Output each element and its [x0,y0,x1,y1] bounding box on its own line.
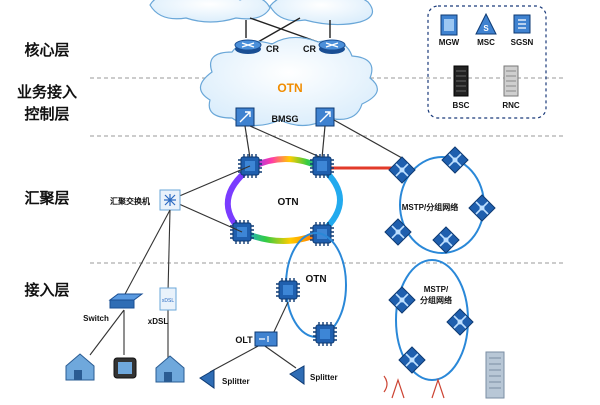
mstp-access-label-1: MSTP/ [424,285,449,294]
router-icon [234,39,262,55]
mstp-node-icon [384,218,412,246]
xdsl-node: xDSL xDSL [148,287,177,326]
mstp-agg-ring: MSTP/分组网络 [384,146,496,254]
access-links [89,209,297,373]
bsc-label: BSC [453,101,470,110]
otn-node-icon [275,277,301,303]
mstp-access-ring: MSTP/ 分组网络 [388,259,474,381]
building-icon [485,351,505,399]
layer-core-label: 核心层 [24,41,70,59]
agg-switch-label: 汇聚交换机 [110,196,150,206]
server-rack-icon [453,65,469,97]
olt-node: OLT [235,331,278,347]
xdsl-label: xDSL [148,317,169,326]
rnc-label: RNC [502,101,520,110]
antenna-icon [431,378,445,399]
otn-cloud-label: OTN [277,81,302,95]
splitter-right-node: Splitter [289,365,338,385]
splitter-right-label: Splitter [310,373,338,382]
layer-service-label-2: 控制层 [24,105,70,123]
mobile-core-box: MGW S MSC SGSN BSC RNC [427,5,547,119]
splitter-left-label: Splitter [222,377,250,386]
layer-aggregation-label: 汇聚层 [24,189,70,207]
server-rack-icon [503,65,519,97]
sgsn-label: SGSN [511,38,534,47]
mstp-node-icon [441,146,469,174]
house-icon [155,355,185,383]
otn-node-icon [312,321,338,347]
mstp-node-icon [398,346,426,374]
otn-ring-label: OTN [277,197,298,208]
mstp-node-icon [432,226,460,254]
otn-node-icon [309,153,335,179]
mstp-node-icon [446,308,474,336]
sgsn-icon [513,14,531,34]
otn-access-label: OTN [305,274,326,285]
msc-icon: S [475,12,497,35]
antenna-icon [383,375,405,399]
mstp-agg-label: MSTP/分组网络 [402,202,458,212]
switch-label: Switch [83,314,109,323]
otn-cloud [199,36,378,127]
layer-service-label-1: 业务接入 [16,83,77,101]
switch-node: Switch [83,293,144,323]
cr-right-label: CR [303,44,316,54]
top-cloud [149,0,374,26]
svg-text:S: S [483,24,489,33]
mgw-label: MGW [439,38,460,47]
msc-label: MSC [477,38,495,47]
house-icon [65,353,95,381]
bmsg-links [244,119,403,159]
mgw-icon [440,14,458,36]
mstp-node-icon [388,156,416,184]
tv-icon [113,357,137,379]
mstp-node-icon [388,286,416,314]
olt-label: OLT [235,335,253,345]
splitter-left-node: Splitter [199,369,250,389]
mstp-node-icon [468,194,496,222]
mstp-access-label-2: 分组网络 [420,295,452,305]
cr-left-label: CR [266,44,279,54]
router-icon [318,39,346,55]
bmsg-label: BMSG [272,114,299,124]
otn-access-ring: OTN [275,232,347,347]
xdsl-device-label: xDSL [162,298,174,304]
layer-access-label: 接入层 [24,281,70,299]
